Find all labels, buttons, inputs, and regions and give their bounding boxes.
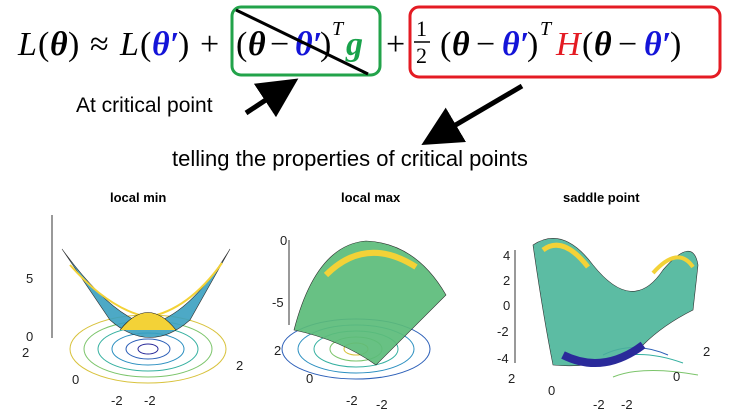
- strike-through-line: [235, 8, 369, 76]
- loss-symbol: L: [17, 26, 37, 63]
- z-tick: 5: [26, 271, 33, 286]
- theta-prime-symbol: θ′: [152, 26, 179, 63]
- critical-point-label: At critical point: [76, 94, 213, 117]
- x-tick: 2: [508, 371, 515, 386]
- minus-symbol: −: [476, 26, 495, 63]
- paren: (: [582, 26, 593, 63]
- paren: (: [38, 26, 49, 63]
- transpose-symbol: T: [332, 18, 345, 40]
- surface-mesh: [61, 248, 231, 338]
- surface-mesh: [293, 240, 447, 366]
- paren: (: [440, 26, 451, 63]
- y-tick: 2: [236, 358, 243, 373]
- x-tick: -2: [111, 393, 123, 408]
- paren: ): [527, 26, 538, 63]
- theta-symbol: θ: [594, 26, 612, 63]
- plot-title-saddle: saddle point: [563, 190, 640, 205]
- y-tick: 2: [703, 344, 710, 359]
- x-tick: 0: [72, 372, 79, 387]
- paren: ): [178, 26, 189, 63]
- theta-symbol: θ: [248, 26, 266, 63]
- y-tick: -2: [144, 393, 156, 408]
- properties-caption: telling the properties of critical point…: [172, 146, 528, 171]
- theta-symbol: θ: [50, 26, 68, 63]
- plus-symbol: +: [200, 26, 219, 63]
- y-tick: -2: [621, 397, 633, 412]
- plot-title-local-min: local min: [110, 190, 167, 205]
- loss-symbol: L: [119, 26, 139, 63]
- paren: (: [236, 26, 247, 63]
- z-tick: 0: [503, 298, 510, 313]
- fraction-numerator: 1: [416, 16, 427, 41]
- paren: ): [670, 26, 681, 63]
- minus-symbol: −: [270, 26, 289, 63]
- z-tick: -4: [497, 351, 509, 366]
- fraction-denominator: 2: [416, 43, 427, 68]
- y-tick: 0: [673, 369, 680, 384]
- z-tick: 4: [503, 248, 510, 263]
- x-tick: 2: [274, 343, 281, 358]
- x-tick: 2: [22, 345, 29, 360]
- paren: ): [68, 26, 79, 63]
- taylor-formula: L ( θ ) ≈ L ( θ′ ) + ( θ − θ′ ) T g + 1 …: [17, 5, 722, 79]
- hessian-term-box: [408, 5, 722, 79]
- surface-mesh: [532, 238, 699, 367]
- hessian-symbol: H: [555, 26, 583, 63]
- paren: (: [140, 26, 151, 63]
- z-tick: -5: [272, 295, 284, 310]
- gradient-term-box: [230, 5, 382, 77]
- transpose-symbol: T: [540, 18, 553, 40]
- plot-title-local-max: local max: [341, 190, 401, 205]
- approx-symbol: ≈: [90, 26, 109, 63]
- surface-plot-local-max: 0 -5 2 0 -2 -2: [272, 233, 447, 412]
- plus-symbol: +: [386, 26, 405, 63]
- theta-symbol: θ: [452, 26, 470, 63]
- paren: ): [320, 26, 331, 63]
- z-tick: 2: [503, 273, 510, 288]
- theta-prime-symbol: θ′: [502, 26, 529, 63]
- y-tick: -2: [376, 397, 388, 412]
- z-tick: 0: [26, 329, 33, 344]
- z-tick: -2: [497, 324, 509, 339]
- minus-symbol: −: [618, 26, 637, 63]
- x-tick: -2: [593, 397, 605, 412]
- z-tick: 0: [280, 233, 287, 248]
- x-tick: -2: [346, 393, 358, 408]
- theta-prime-symbol: θ′: [644, 26, 671, 63]
- surface-plot-saddle: 4 2 0 -2 -4 2 0 -2 2 0 -2: [497, 238, 710, 412]
- gradient-symbol: g: [345, 26, 363, 63]
- surface-plot-local-min: 5 0 2 0 -2 2 -2: [22, 215, 243, 408]
- x-tick: 0: [306, 371, 313, 386]
- x-tick: 0: [548, 383, 555, 398]
